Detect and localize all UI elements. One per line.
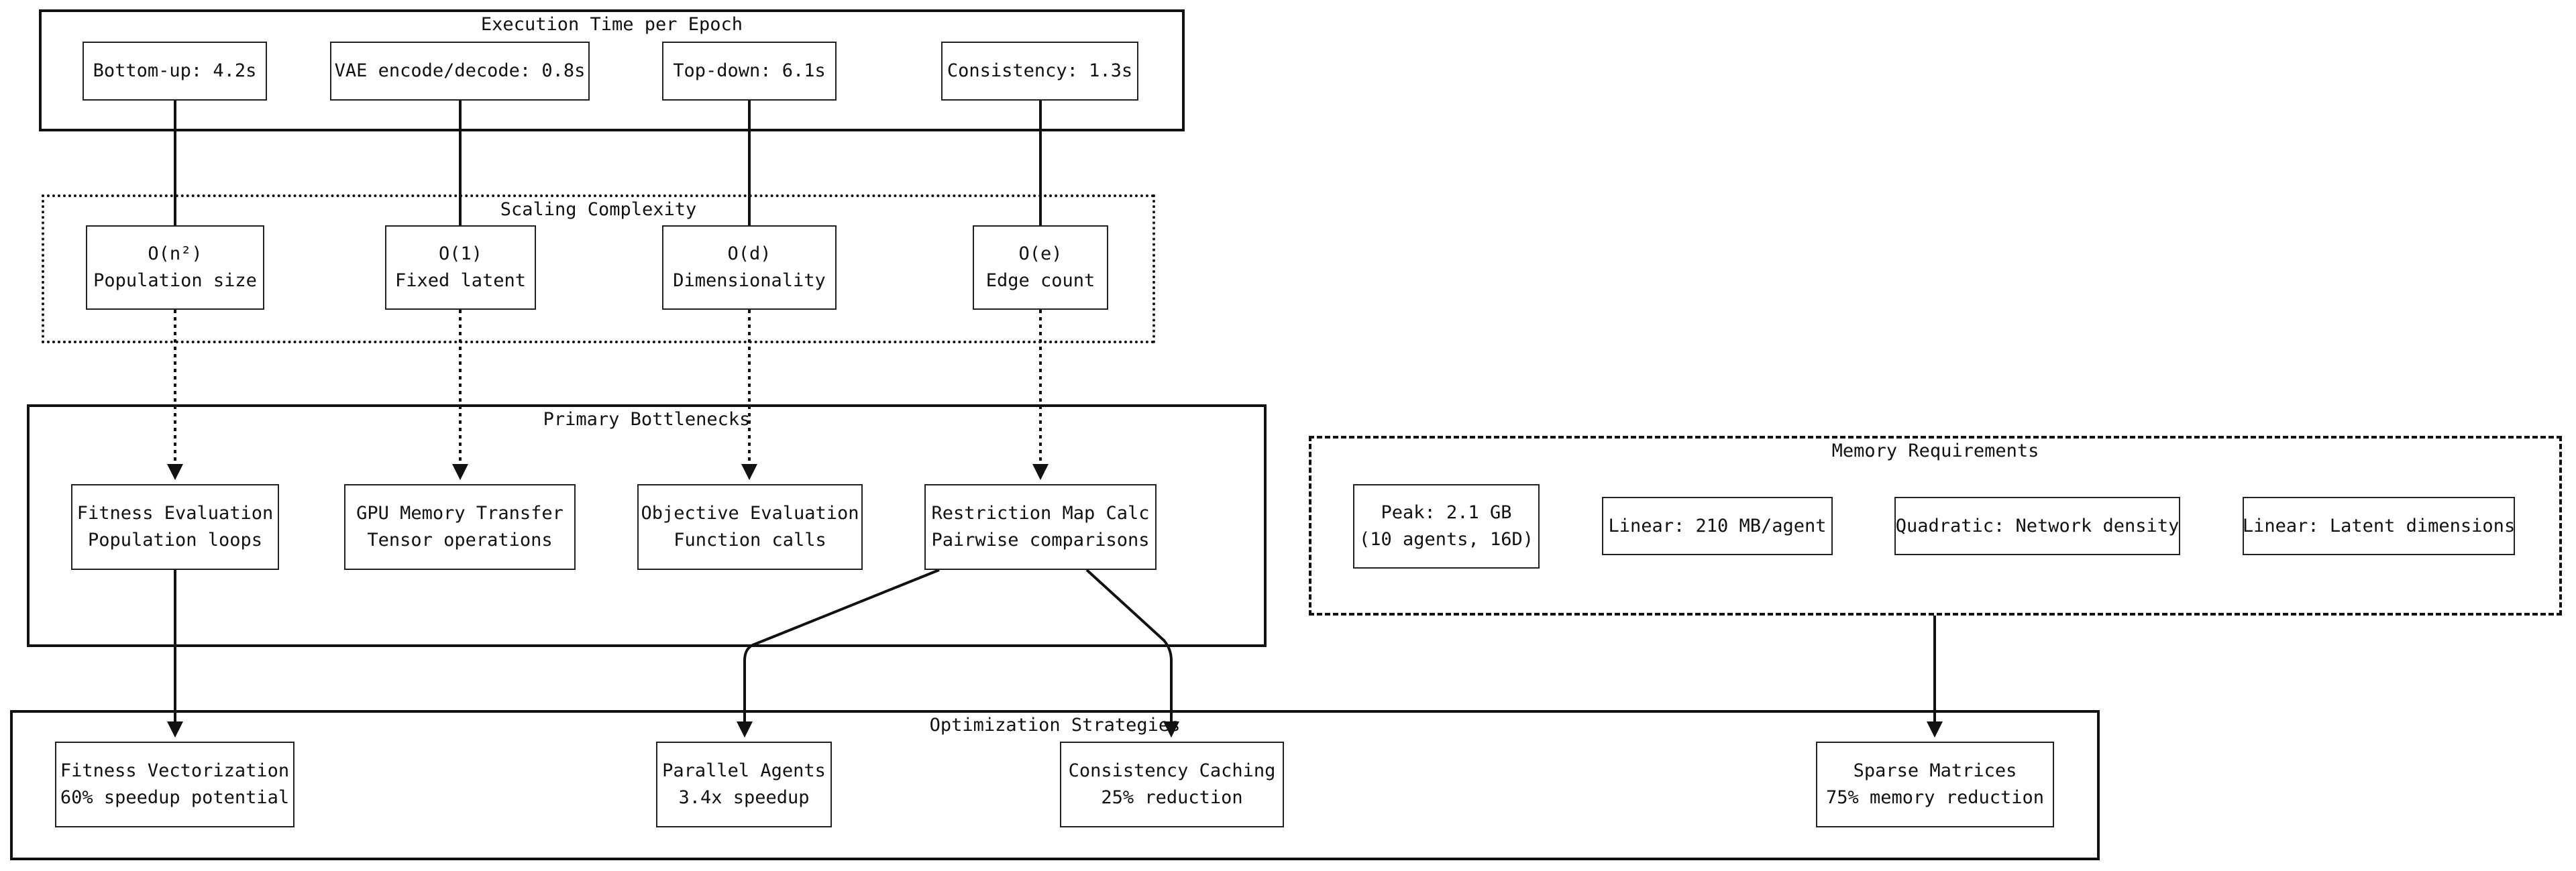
optimization-strategies-title: Optimization Strategies (929, 715, 1181, 736)
consistency-caching-label: Consistency Caching (1068, 760, 1276, 781)
linear-agent-memory-node: Linear: 210 MB/agent (1602, 497, 1833, 555)
quadratic-network-density-label: Quadratic: Network density (1895, 515, 2180, 536)
complexity-o1-label: O(1) (438, 243, 483, 264)
objective-evaluation-node: Objective Evaluation Function calls (637, 484, 863, 570)
fitness-vectorization-desc: 60% speedup potential (60, 787, 290, 808)
consistency-caching-node: Consistency Caching 25% reduction (1060, 742, 1284, 827)
complexity-oe-desc: Edge count (985, 270, 1095, 291)
memory-requirements-group: Memory Requirements (1309, 436, 2562, 616)
fitness-evaluation-node: Fitness Evaluation Population loops (71, 484, 279, 570)
peak-memory-label: Peak: 2.1 GB (1381, 502, 1512, 523)
edge-restriction-map-to-consistency-caching (1085, 569, 1179, 738)
restriction-map-calc-node: Restriction Map Calc Pairwise comparison… (924, 484, 1157, 570)
execution-time-title: Execution Time per Epoch (480, 14, 743, 35)
complexity-on2-node: O(n²) Population size (86, 225, 264, 310)
consistency-time-label: Consistency: 1.3s (947, 60, 1133, 81)
scaling-complexity-group: Scaling Complexity (42, 194, 1155, 343)
complexity-o1-node: O(1) Fixed latent (385, 225, 536, 310)
quadratic-network-density-node: Quadratic: Network density (1894, 497, 2180, 555)
fitness-evaluation-desc: Population loops (87, 530, 263, 550)
scaling-complexity-title: Scaling Complexity (500, 199, 697, 220)
complexity-od-desc: Dimensionality (673, 270, 826, 291)
bottom-up-time-label: Bottom-up: 4.2s (93, 60, 257, 81)
parallel-agents-node: Parallel Agents 3.4x speedup (656, 742, 832, 827)
bottom-up-time-node: Bottom-up: 4.2s (83, 42, 267, 101)
complexity-oe-node: O(e) Edge count (973, 225, 1108, 310)
gpu-memory-transfer-node: GPU Memory Transfer Tensor operations (344, 484, 576, 570)
restriction-map-calc-label: Restriction Map Calc (931, 503, 1150, 524)
parallel-agents-label: Parallel Agents (662, 760, 826, 781)
complexity-od-node: O(d) Dimensionality (662, 225, 837, 310)
sparse-matrices-node: Sparse Matrices 75% memory reduction (1816, 742, 2054, 827)
parallel-agents-desc: 3.4x speedup (678, 787, 810, 808)
primary-bottlenecks-title: Primary Bottlenecks (543, 409, 751, 430)
vae-time-label: VAE encode/decode: 0.8s (334, 60, 586, 81)
execution-time-group: Execution Time per Epoch (39, 9, 1185, 131)
peak-memory-node: Peak: 2.1 GB (10 agents, 16D) (1353, 484, 1540, 569)
linear-latent-dimensions-node: Linear: Latent dimensions (2243, 497, 2515, 555)
top-down-time-node: Top-down: 6.1s (662, 42, 837, 101)
memory-requirements-title: Memory Requirements (1831, 441, 2039, 461)
sparse-matrices-label: Sparse Matrices (1853, 760, 2017, 781)
primary-bottlenecks-group: Primary Bottlenecks (27, 404, 1267, 647)
complexity-od-label: O(d) (727, 243, 771, 264)
fitness-evaluation-label: Fitness Evaluation (76, 503, 274, 524)
consistency-caching-desc: 25% reduction (1101, 787, 1243, 808)
complexity-on2-label: O(n²) (148, 243, 203, 264)
gpu-memory-transfer-label: GPU Memory Transfer (356, 503, 564, 524)
gpu-memory-transfer-desc: Tensor operations (367, 530, 553, 550)
fitness-vectorization-node: Fitness Vectorization 60% speedup potent… (55, 742, 294, 827)
peak-memory-desc: (10 agents, 16D) (1358, 529, 1534, 550)
top-down-time-label: Top-down: 6.1s (673, 60, 826, 81)
linear-latent-dimensions-label: Linear: Latent dimensions (2242, 515, 2516, 536)
consistency-time-node: Consistency: 1.3s (941, 42, 1138, 101)
optimization-strategies-group: Optimization Strategies (10, 710, 2100, 860)
restriction-map-calc-desc: Pairwise comparisons (931, 530, 1150, 550)
sparse-matrices-desc: 75% memory reduction (1825, 787, 2045, 808)
fitness-vectorization-label: Fitness Vectorization (60, 760, 290, 781)
complexity-on2-desc: Population size (93, 270, 257, 291)
objective-evaluation-desc: Function calls (674, 530, 826, 550)
complexity-oe-label: O(e) (1018, 243, 1063, 264)
linear-agent-memory-label: Linear: 210 MB/agent (1608, 515, 1827, 536)
complexity-o1-desc: Fixed latent (394, 270, 527, 291)
objective-evaluation-label: Objective Evaluation (641, 503, 859, 524)
vae-time-node: VAE encode/decode: 0.8s (330, 42, 590, 101)
